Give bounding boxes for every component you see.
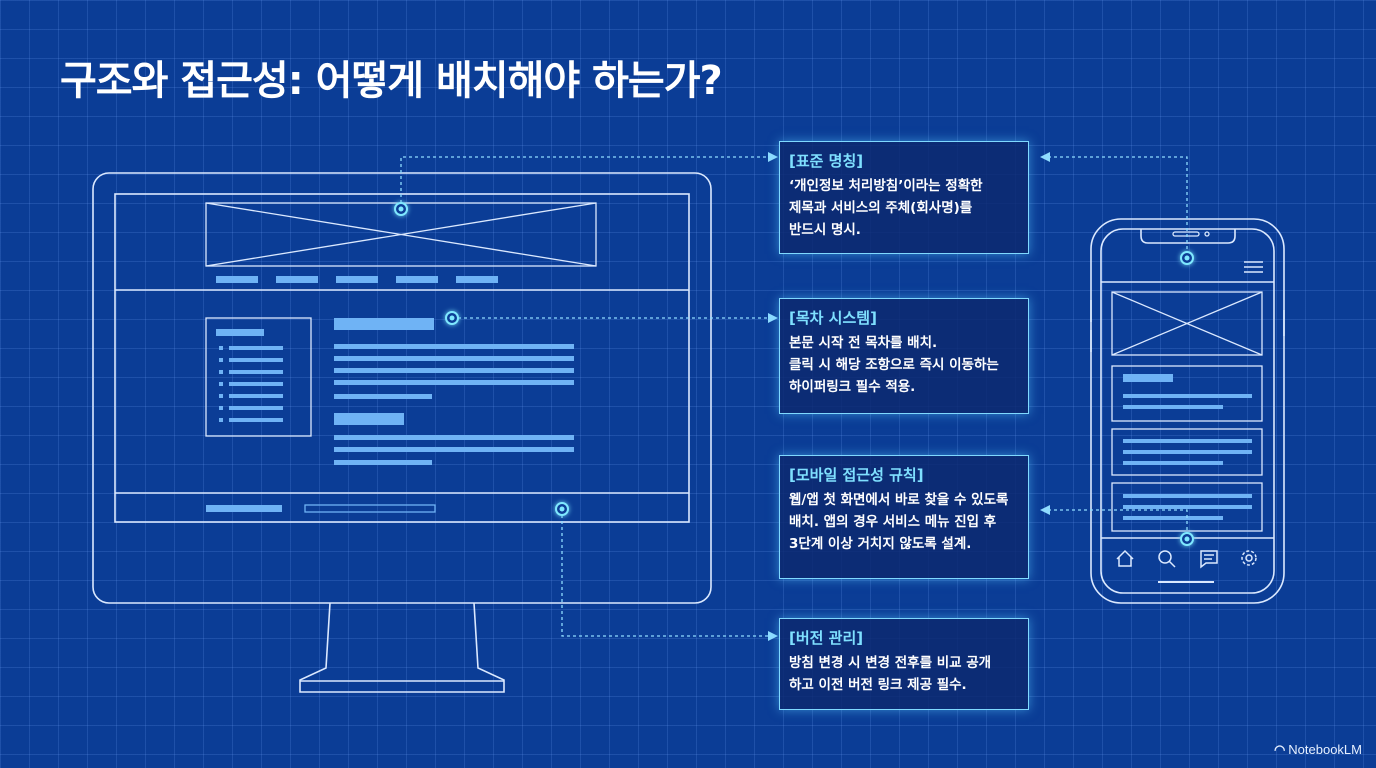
mobile-header-placeholder — [1111, 291, 1263, 356]
connector-nodes — [394, 202, 1194, 546]
connector-arrows — [768, 152, 1050, 641]
callout-heading: [버전 관리] — [789, 629, 864, 647]
callout-version-control: [버전 관리] 방침 변경 시 변경 전후를 비교 공개 하고 이전 버전 링크… — [779, 618, 1029, 710]
callout-text: 방침 변경 시 변경 전후를 비교 공개 하고 이전 버전 링크 제공 필수. — [789, 655, 992, 693]
mobile-content-cards — [1111, 365, 1263, 532]
callout-text: 웹/앱 첫 화면에서 바로 찾을 수 있도록 배치. 앱의 경우 서비스 메뉴 … — [789, 492, 1009, 552]
notebooklm-logo: ◠NotebookLM — [1274, 742, 1362, 758]
desktop-footer-bars — [206, 504, 436, 513]
home-icon — [1116, 549, 1134, 567]
search-icon — [1158, 550, 1176, 568]
callout-toc-system: [목차 시스템] 본문 시작 전 목차를 배치. 클릭 시 해당 조항으로 즉시… — [779, 298, 1029, 414]
callout-standard-name: [표준 명칭] ‘개인정보 처리방침’이라는 정확한 제목과 서비스의 주체(회… — [779, 141, 1029, 254]
desktop-monitor — [92, 172, 712, 693]
hamburger-icon — [1244, 261, 1263, 273]
callout-text: ‘개인정보 처리방침’이라는 정확한 제목과 서비스의 주체(회사명)를 반드시… — [789, 178, 983, 238]
chat-icon — [1200, 550, 1218, 569]
page-title: 구조와 접근성: 어떻게 배치해야 하는가? — [60, 58, 723, 104]
mobile-speaker — [1172, 231, 1210, 237]
callout-heading: [표준 명칭] — [789, 152, 864, 170]
notebooklm-icon: ◠ — [1273, 742, 1286, 757]
callout-text: 본문 시작 전 목차를 배치. 클릭 시 해당 조항으로 즉시 이동하는 하이퍼… — [789, 335, 999, 395]
desktop-toc-panel — [205, 317, 312, 437]
callout-heading: [모바일 접근성 규칙] — [789, 466, 924, 484]
settings-icon — [1241, 550, 1257, 566]
desktop-body-content — [334, 318, 574, 465]
connector-lines — [400, 156, 1188, 637]
logo-text: NotebookLM — [1288, 742, 1362, 757]
callout-heading: [목차 시스템] — [789, 309, 877, 327]
desktop-nav-bars — [216, 276, 498, 283]
callout-mobile-accessibility: [모바일 접근성 규칙] 웹/앱 첫 화면에서 바로 찾을 수 있도록 배치. … — [779, 455, 1029, 579]
